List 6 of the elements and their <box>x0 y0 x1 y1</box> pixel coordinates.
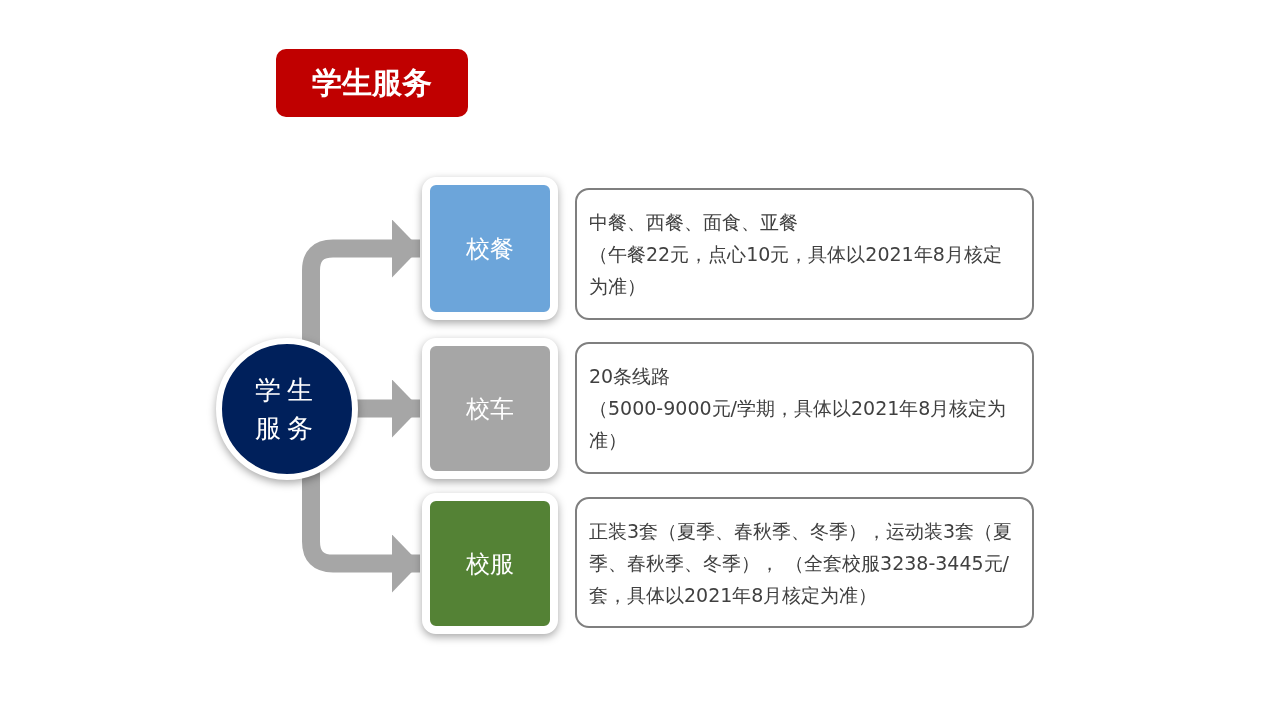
description-box: 正装3套（夏季、春秋季、冬季），运动装3套（夏季、春秋季、冬季）， （全套校服3238-3445元/套，具体以2021年8月核定为准） <box>575 497 1034 628</box>
title-banner: 学生服务 <box>276 49 468 117</box>
arrow <box>302 219 420 347</box>
description-box: 20条线路 （5000-9000元/学期，具体以2021年8月核定为准） <box>575 342 1034 474</box>
arrow <box>302 471 420 593</box>
description-box: 中餐、西餐、面食、亚餐 （午餐22元，点心10元，具体以2021年8月核定为准） <box>575 188 1034 320</box>
